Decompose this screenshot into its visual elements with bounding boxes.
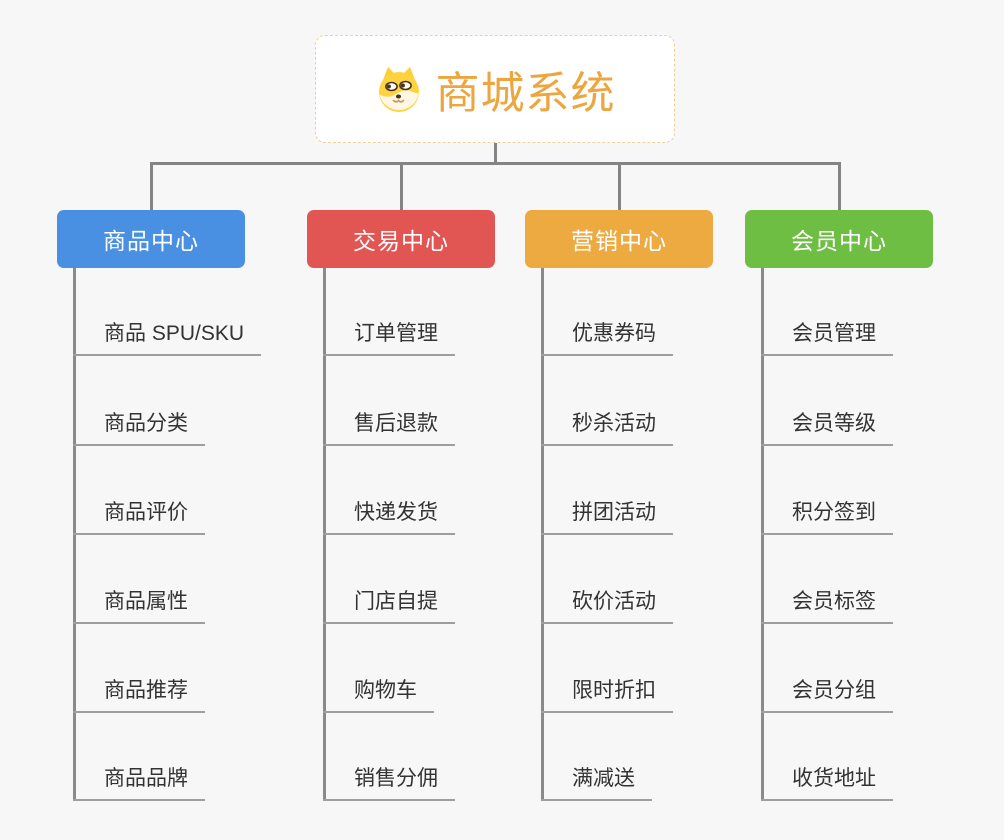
leaf-node[interactable]: 会员标签 [761, 588, 893, 624]
leaf-node[interactable]: 商品评价 [73, 499, 205, 535]
root-node[interactable]: 商城系统 [315, 35, 675, 143]
branch-node-4[interactable]: 会员中心 [745, 210, 933, 268]
leaf-node[interactable]: 门店自提 [323, 588, 455, 624]
leaf-node[interactable]: 收货地址 [761, 765, 893, 801]
connector-drop-1 [149, 162, 153, 210]
leaf-node[interactable]: 快递发货 [323, 499, 455, 535]
leaf-node[interactable]: 会员等级 [761, 410, 893, 446]
branch-node-2[interactable]: 交易中心 [307, 210, 495, 268]
branch-node-3[interactable]: 营销中心 [525, 210, 713, 268]
leaf-node[interactable]: 会员管理 [761, 320, 893, 356]
dog-face-icon [375, 65, 423, 113]
leaf-node[interactable]: 商品属性 [73, 588, 205, 624]
connector-drop-2 [399, 162, 403, 210]
leaf-node[interactable]: 订单管理 [323, 320, 455, 356]
leaf-node[interactable]: 拼团活动 [541, 499, 673, 535]
leaf-node[interactable]: 商品 SPU/SKU [73, 320, 262, 356]
connector-drop-3 [617, 162, 621, 210]
connector-drop-4 [837, 162, 841, 210]
root-title: 商城系统 [435, 69, 616, 118]
leaf-node[interactable]: 秒杀活动 [541, 410, 673, 446]
leaf-node[interactable]: 购物车 [323, 677, 434, 713]
leaf-node[interactable]: 商品品牌 [73, 765, 205, 801]
leaf-node[interactable]: 优惠券码 [541, 320, 673, 356]
leaf-node[interactable]: 销售分佣 [323, 765, 455, 801]
leaf-node[interactable]: 商品分类 [73, 410, 205, 446]
leaf-node[interactable]: 售后退款 [323, 410, 455, 446]
leaf-node[interactable]: 限时折扣 [541, 677, 673, 713]
leaf-node[interactable]: 会员分组 [761, 677, 893, 713]
leaf-node[interactable]: 砍价活动 [541, 588, 673, 624]
leaf-node[interactable]: 商品推荐 [73, 677, 205, 713]
connector-bus [149, 162, 841, 165]
leaf-node[interactable]: 积分签到 [761, 499, 893, 535]
leaf-node[interactable]: 满减送 [541, 765, 652, 801]
branch-node-1[interactable]: 商品中心 [57, 210, 245, 268]
connector-root-stub [493, 143, 497, 165]
